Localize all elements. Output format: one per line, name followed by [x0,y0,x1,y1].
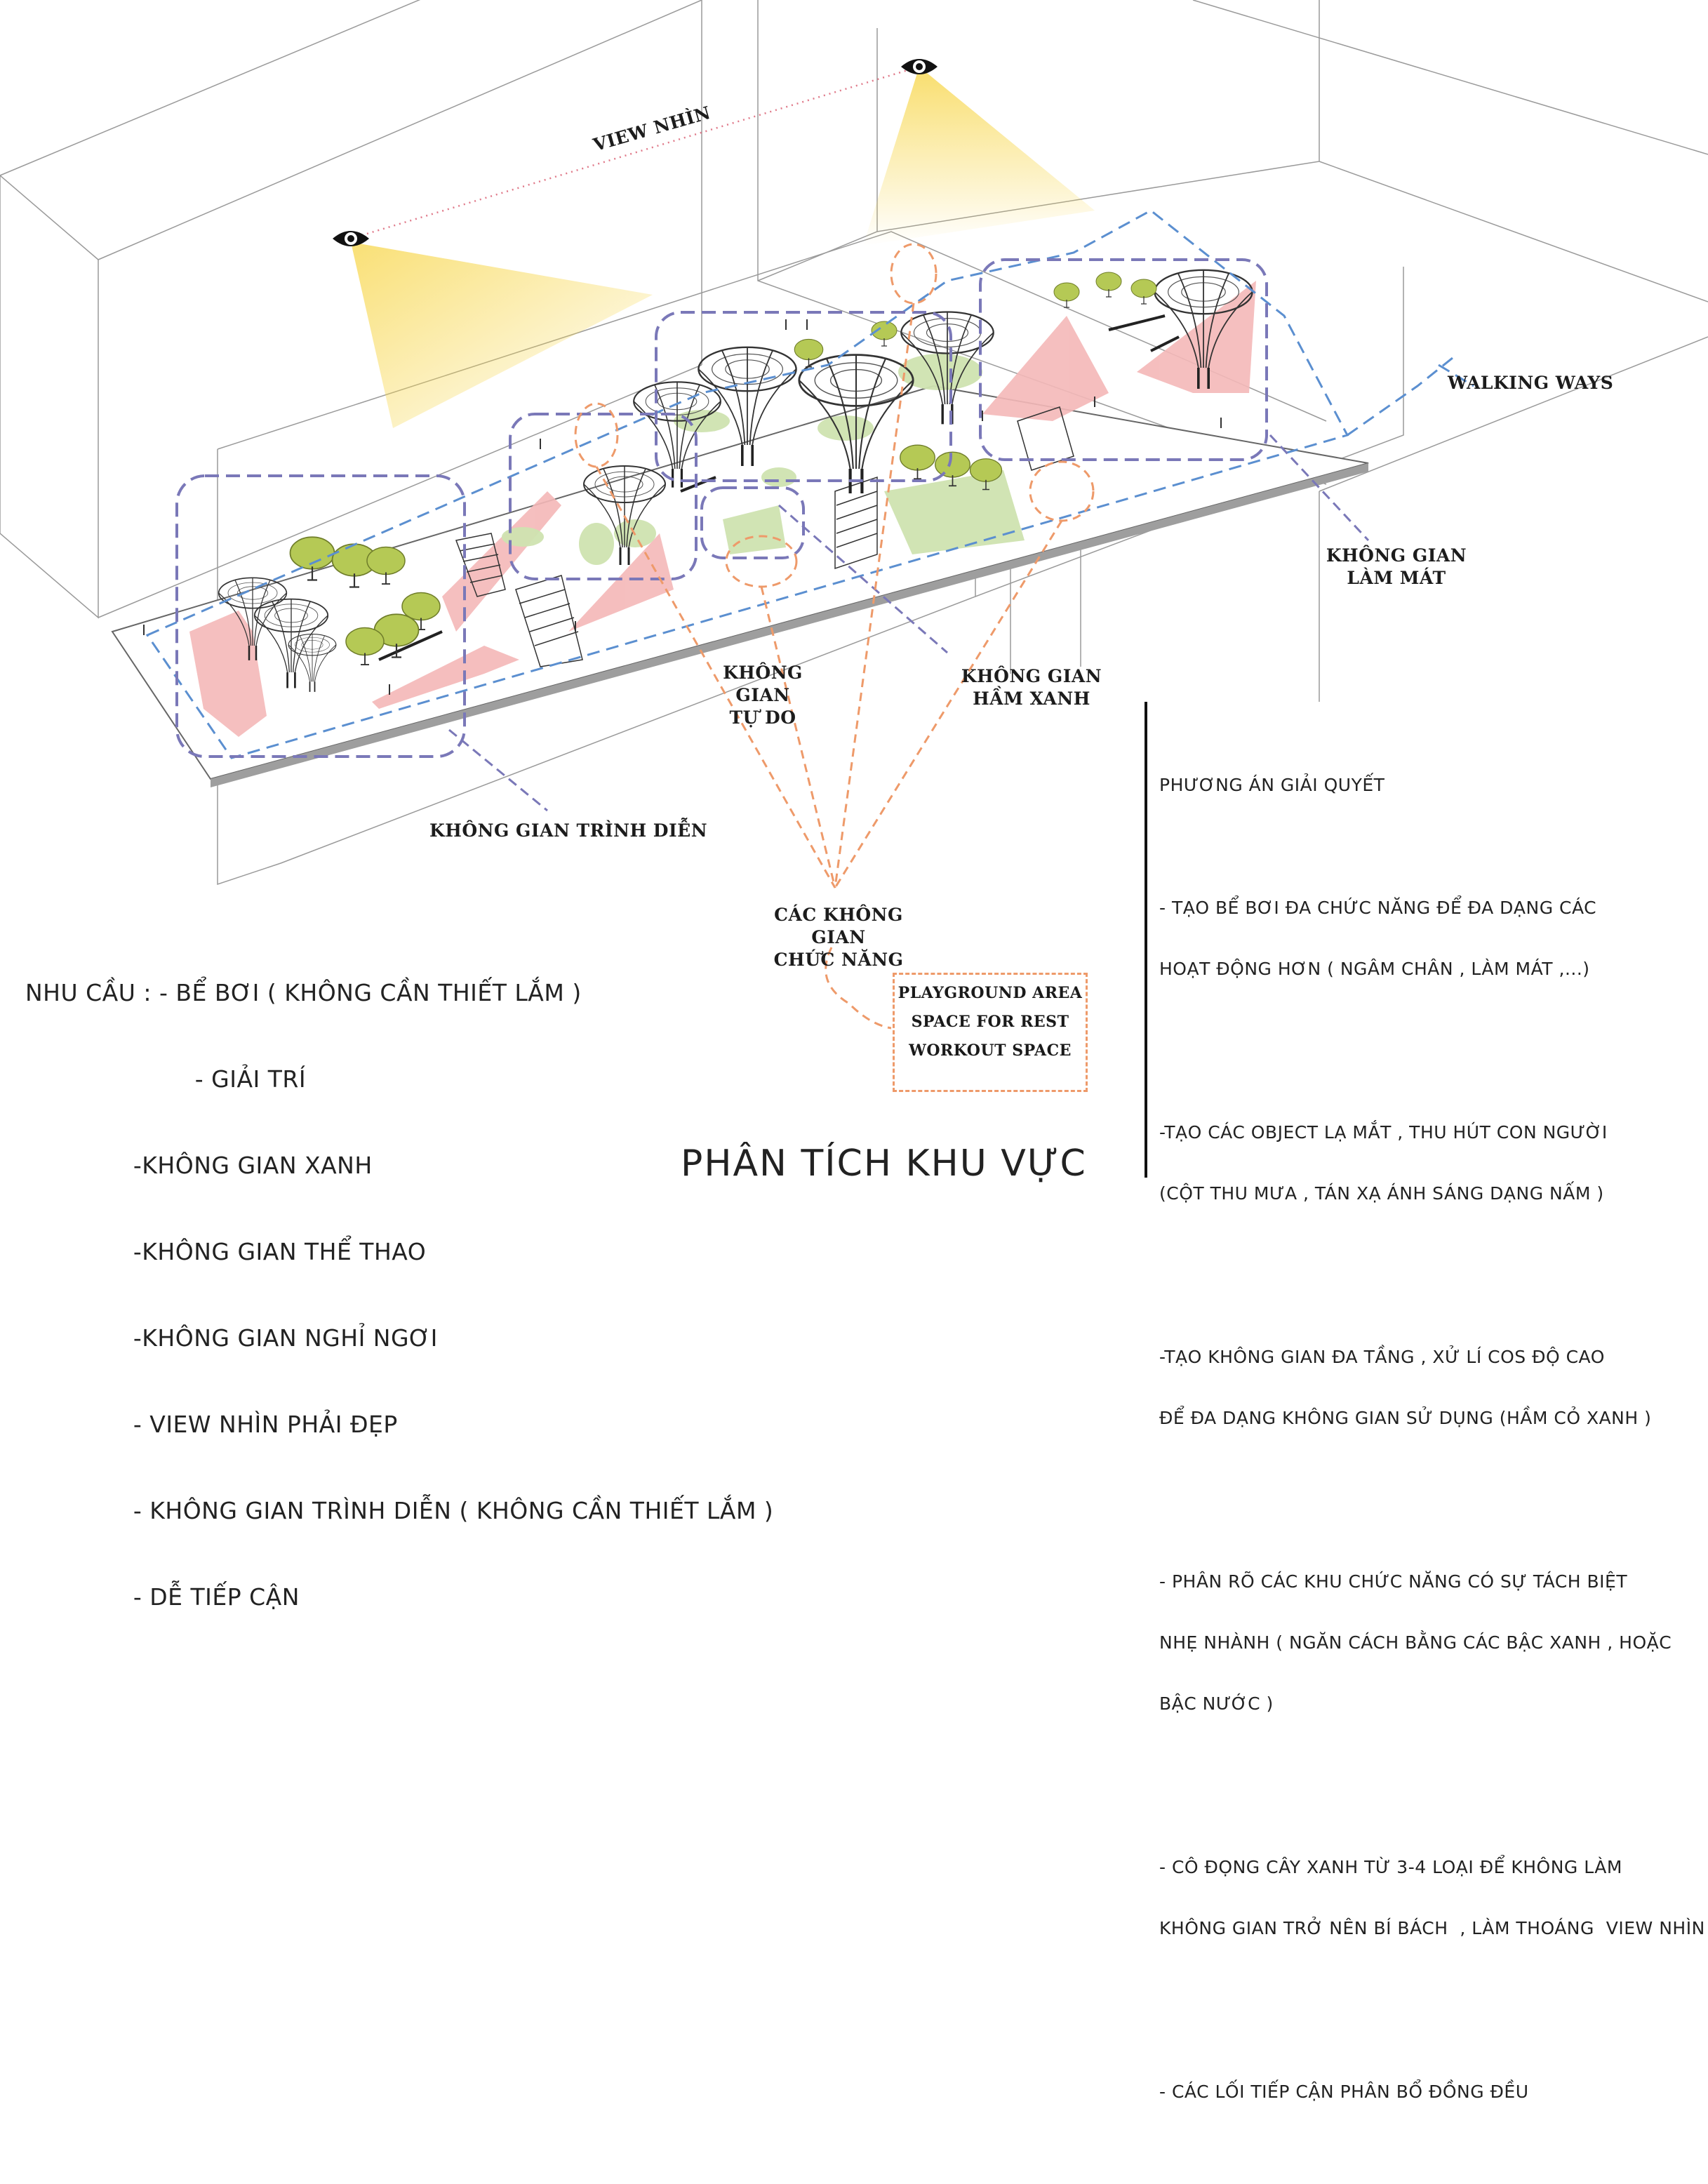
needs-line: - DỄ TIẾP CẬN [25,1583,300,1611]
free-space-label: KHÔNG GIAN TỰ DO [693,662,833,729]
legend-rest: SPACE FOR REST [911,1013,1069,1031]
cooling-space-line-2: LÀM MÁT [1347,568,1446,588]
solution-block: PHƯƠNG ÁN GIẢI QUYẾT - TẠO BỂ BƠI ĐA CHỨ… [1159,734,1705,2184]
solution-line: ĐỂ ĐA DẠNG KHÔNG GIAN SỬ DỤNG (HẦM CỎ XA… [1159,1408,1652,1428]
solution-line: - CÔ ĐỌNG CÂY XANH TỪ 3-4 LOẠI ĐỂ KHÔNG … [1159,1857,1622,1877]
functional-links [574,243,1095,1030]
solution-line: -TẠO KHÔNG GIAN ĐA TẦNG , XỬ LÍ COS ĐỘ C… [1159,1347,1605,1367]
zone-leaders [448,434,1370,812]
cooling-space-label: KHÔNG GIAN LÀM MÁT [1319,545,1474,590]
functional-legend: PLAYGROUND AREA SPACE FOR REST WORKOUT S… [893,973,1088,1092]
pink-areas [189,281,1256,737]
walking-path [145,209,1474,759]
people-figures [143,319,1222,695]
functional-spaces-label: CÁC KHÔNG GIAN CHỨC NĂNG [744,904,933,971]
free-space-line-1: KHÔNG GIAN [723,662,803,705]
free-space-line-2: TỰ DO [729,707,796,728]
legend-playground: PLAYGROUND AREA [898,984,1083,1002]
walking-ways-label: WALKING WAYS [1448,373,1614,393]
legend-workout: WORKOUT SPACE [909,1041,1072,1060]
needs-line: - KHÔNG GIAN TRÌNH DIỄN ( KHÔNG CẦN THIẾ… [25,1497,774,1524]
needs-line: - GIẢI TRÍ [25,1065,307,1093]
site-analysis-diagram [0,0,1708,1030]
functional-spaces-line-2: CHỨC NĂNG [773,950,904,970]
view-line [350,65,920,240]
functional-spaces-line-1: CÁC KHÔNG GIAN [774,905,903,947]
eye-icon [333,59,938,246]
stairs-icon [455,406,1074,667]
solution-line: -TẠO CÁC OBJECT LẠ MẮT , THU HÚT CON NGƯ… [1159,1122,1608,1143]
cooling-space-line-1: KHÔNG GIAN [1326,545,1467,566]
needs-line: NHU CẦU : - BỂ BƠI ( KHÔNG CẦN THIẾT LẮM… [25,979,582,1006]
green-tunnel-line-1: KHÔNG GIAN [961,666,1102,686]
performance-space-label: KHÔNG GIAN TRÌNH DIỄN [429,820,708,841]
needs-line: - VIEW NHÌN PHẢI ĐẸP [25,1411,398,1438]
zone-outlines [175,258,1268,758]
solution-line: - PHÂN RÕ CÁC KHU CHỨC NĂNG CÓ SỰ TÁCH B… [1159,1571,1628,1592]
needs-line: -KHÔNG GIAN XANH [25,1152,373,1179]
page-title: PHÂN TÍCH KHU VỰC [681,1143,1087,1185]
solution-line: NHẸ NHÀNH ( NGĂN CÁCH BẰNG CÁC BẬC XANH … [1159,1632,1672,1653]
green-tunnel-label: KHÔNG GIAN HẦM XANH [954,665,1109,710]
needs-line: -KHÔNG GIAN NGHỈ NGƠI [25,1324,438,1352]
needs-list: NHU CẦU : - BỂ BƠI ( KHÔNG CẦN THIẾT LẮM… [25,921,773,1640]
solution-heading: PHƯƠNG ÁN GIẢI QUYẾT [1159,775,1385,795]
green-tunnel-line-2: HẦM XANH [973,688,1090,709]
divider [1145,702,1147,1178]
solution-line: BẬC NƯỚC ) [1159,1693,1274,1714]
needs-line: -KHÔNG GIAN THỂ THAO [25,1238,427,1265]
solution-line: - TẠO BỂ BƠI ĐA CHỨC NĂNG ĐỂ ĐA DẠNG CÁC [1159,898,1597,918]
view-cones [351,67,1095,428]
solution-line: (CỘT THU MƯA , TÁN XẠ ÁNH SÁNG DẠNG NẤM … [1159,1183,1604,1204]
solution-line: KHÔNG GIAN TRỞ NÊN BÍ BÁCH , LÀM THOÁNG … [1159,1918,1705,1938]
solution-line: - CÁC LỐI TIẾP CẬN PHÂN BỔ ĐỒNG ĐỀU [1159,2082,1529,2102]
solution-line: HOẠT ĐỘNG HƠN ( NGÂM CHÂN , LÀM MÁT ,...… [1159,959,1590,979]
